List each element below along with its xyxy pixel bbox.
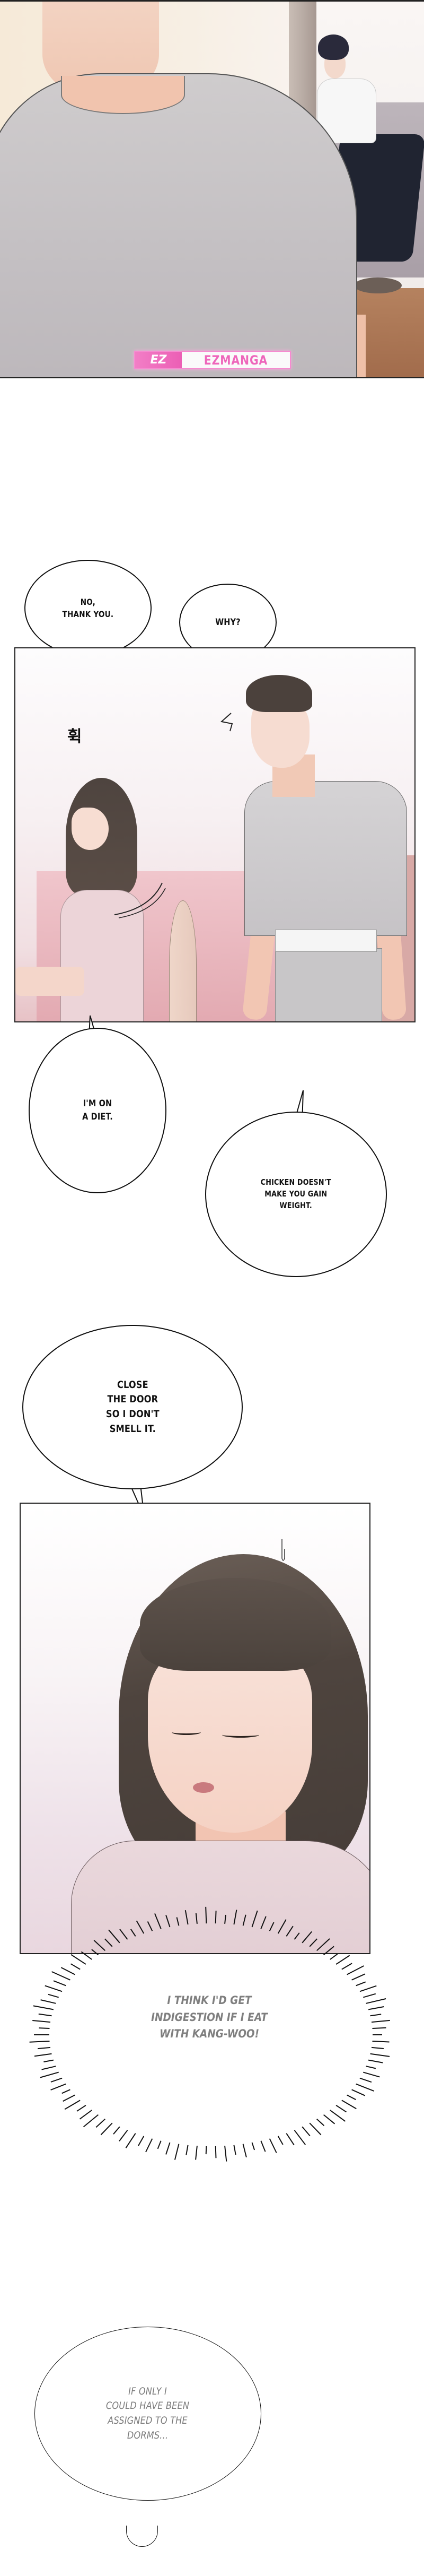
man-grey-shirt xyxy=(0,73,357,377)
dialogue-text: CLOSE THE DOOR SO I DON'T SMELL IT. xyxy=(105,1378,160,1435)
thought-bubble-dot xyxy=(126,2526,158,2547)
comic-panel-1 xyxy=(0,0,424,378)
comic-panel-2 xyxy=(14,647,416,1022)
girl-bangs xyxy=(140,1578,331,1671)
inner-thought-indigestion: I THINK I'D GET INDIGESTION IF I EAT WIT… xyxy=(151,1994,268,2040)
speech-bubble-chicken: CHICKEN DOESN'T MAKE YOU GAIN WEIGHT. xyxy=(205,1112,387,1277)
roommate-hair xyxy=(318,34,349,60)
speech-bubble-close-door: CLOSE THE DOOR SO I DON'T SMELL IT. xyxy=(22,1325,243,1489)
ezmanga-watermark: EZ EZMANGA xyxy=(134,351,291,369)
girl-pink-shirt xyxy=(71,1841,369,1953)
shirt-collar xyxy=(61,76,185,114)
surprise-mark-icon xyxy=(220,713,233,732)
slipper xyxy=(354,277,402,293)
motion-lines-icon xyxy=(114,882,166,918)
ez-logo-icon: EZ xyxy=(135,352,182,368)
chair-back xyxy=(169,900,197,1021)
speech-bubble-no-thank-you: NO, THANK YOU. xyxy=(24,560,152,656)
girl-face xyxy=(148,1647,312,1833)
closed-eye-left xyxy=(172,1729,201,1735)
dialogue-text: IF ONLY I COULD HAVE BEEN ASSIGNED TO TH… xyxy=(106,2385,190,2441)
girl-face xyxy=(72,808,109,850)
sweat-drop-icon xyxy=(281,1539,285,1561)
speech-bubble-dorms: IF ONLY I COULD HAVE BEEN ASSIGNED TO TH… xyxy=(34,2327,261,2501)
man-grey-shirt xyxy=(244,781,407,936)
man-undershirt xyxy=(275,930,377,952)
dialogue-text: NO, THANK YOU. xyxy=(62,596,114,619)
dialogue-text: CHICKEN DOESN'T MAKE YOU GAIN WEIGHT. xyxy=(261,1177,331,1210)
girl-pink-shirt xyxy=(60,890,144,1021)
girl-arm xyxy=(15,967,84,996)
closed-eye-right xyxy=(222,1732,259,1738)
man-hair xyxy=(246,675,312,712)
comic-panel-3 xyxy=(20,1503,370,1954)
dialogue-text: WHY? xyxy=(215,617,241,628)
dialogue-text: I'M ON A DIET. xyxy=(82,1098,113,1122)
speech-bubble-diet: I'M ON A DIET. xyxy=(29,1028,166,1193)
watermark-text: EZMANGA xyxy=(204,352,268,368)
sfx-whoosh: 휙 xyxy=(67,727,82,746)
open-mouth xyxy=(193,1782,214,1793)
man-pants xyxy=(275,948,382,1021)
